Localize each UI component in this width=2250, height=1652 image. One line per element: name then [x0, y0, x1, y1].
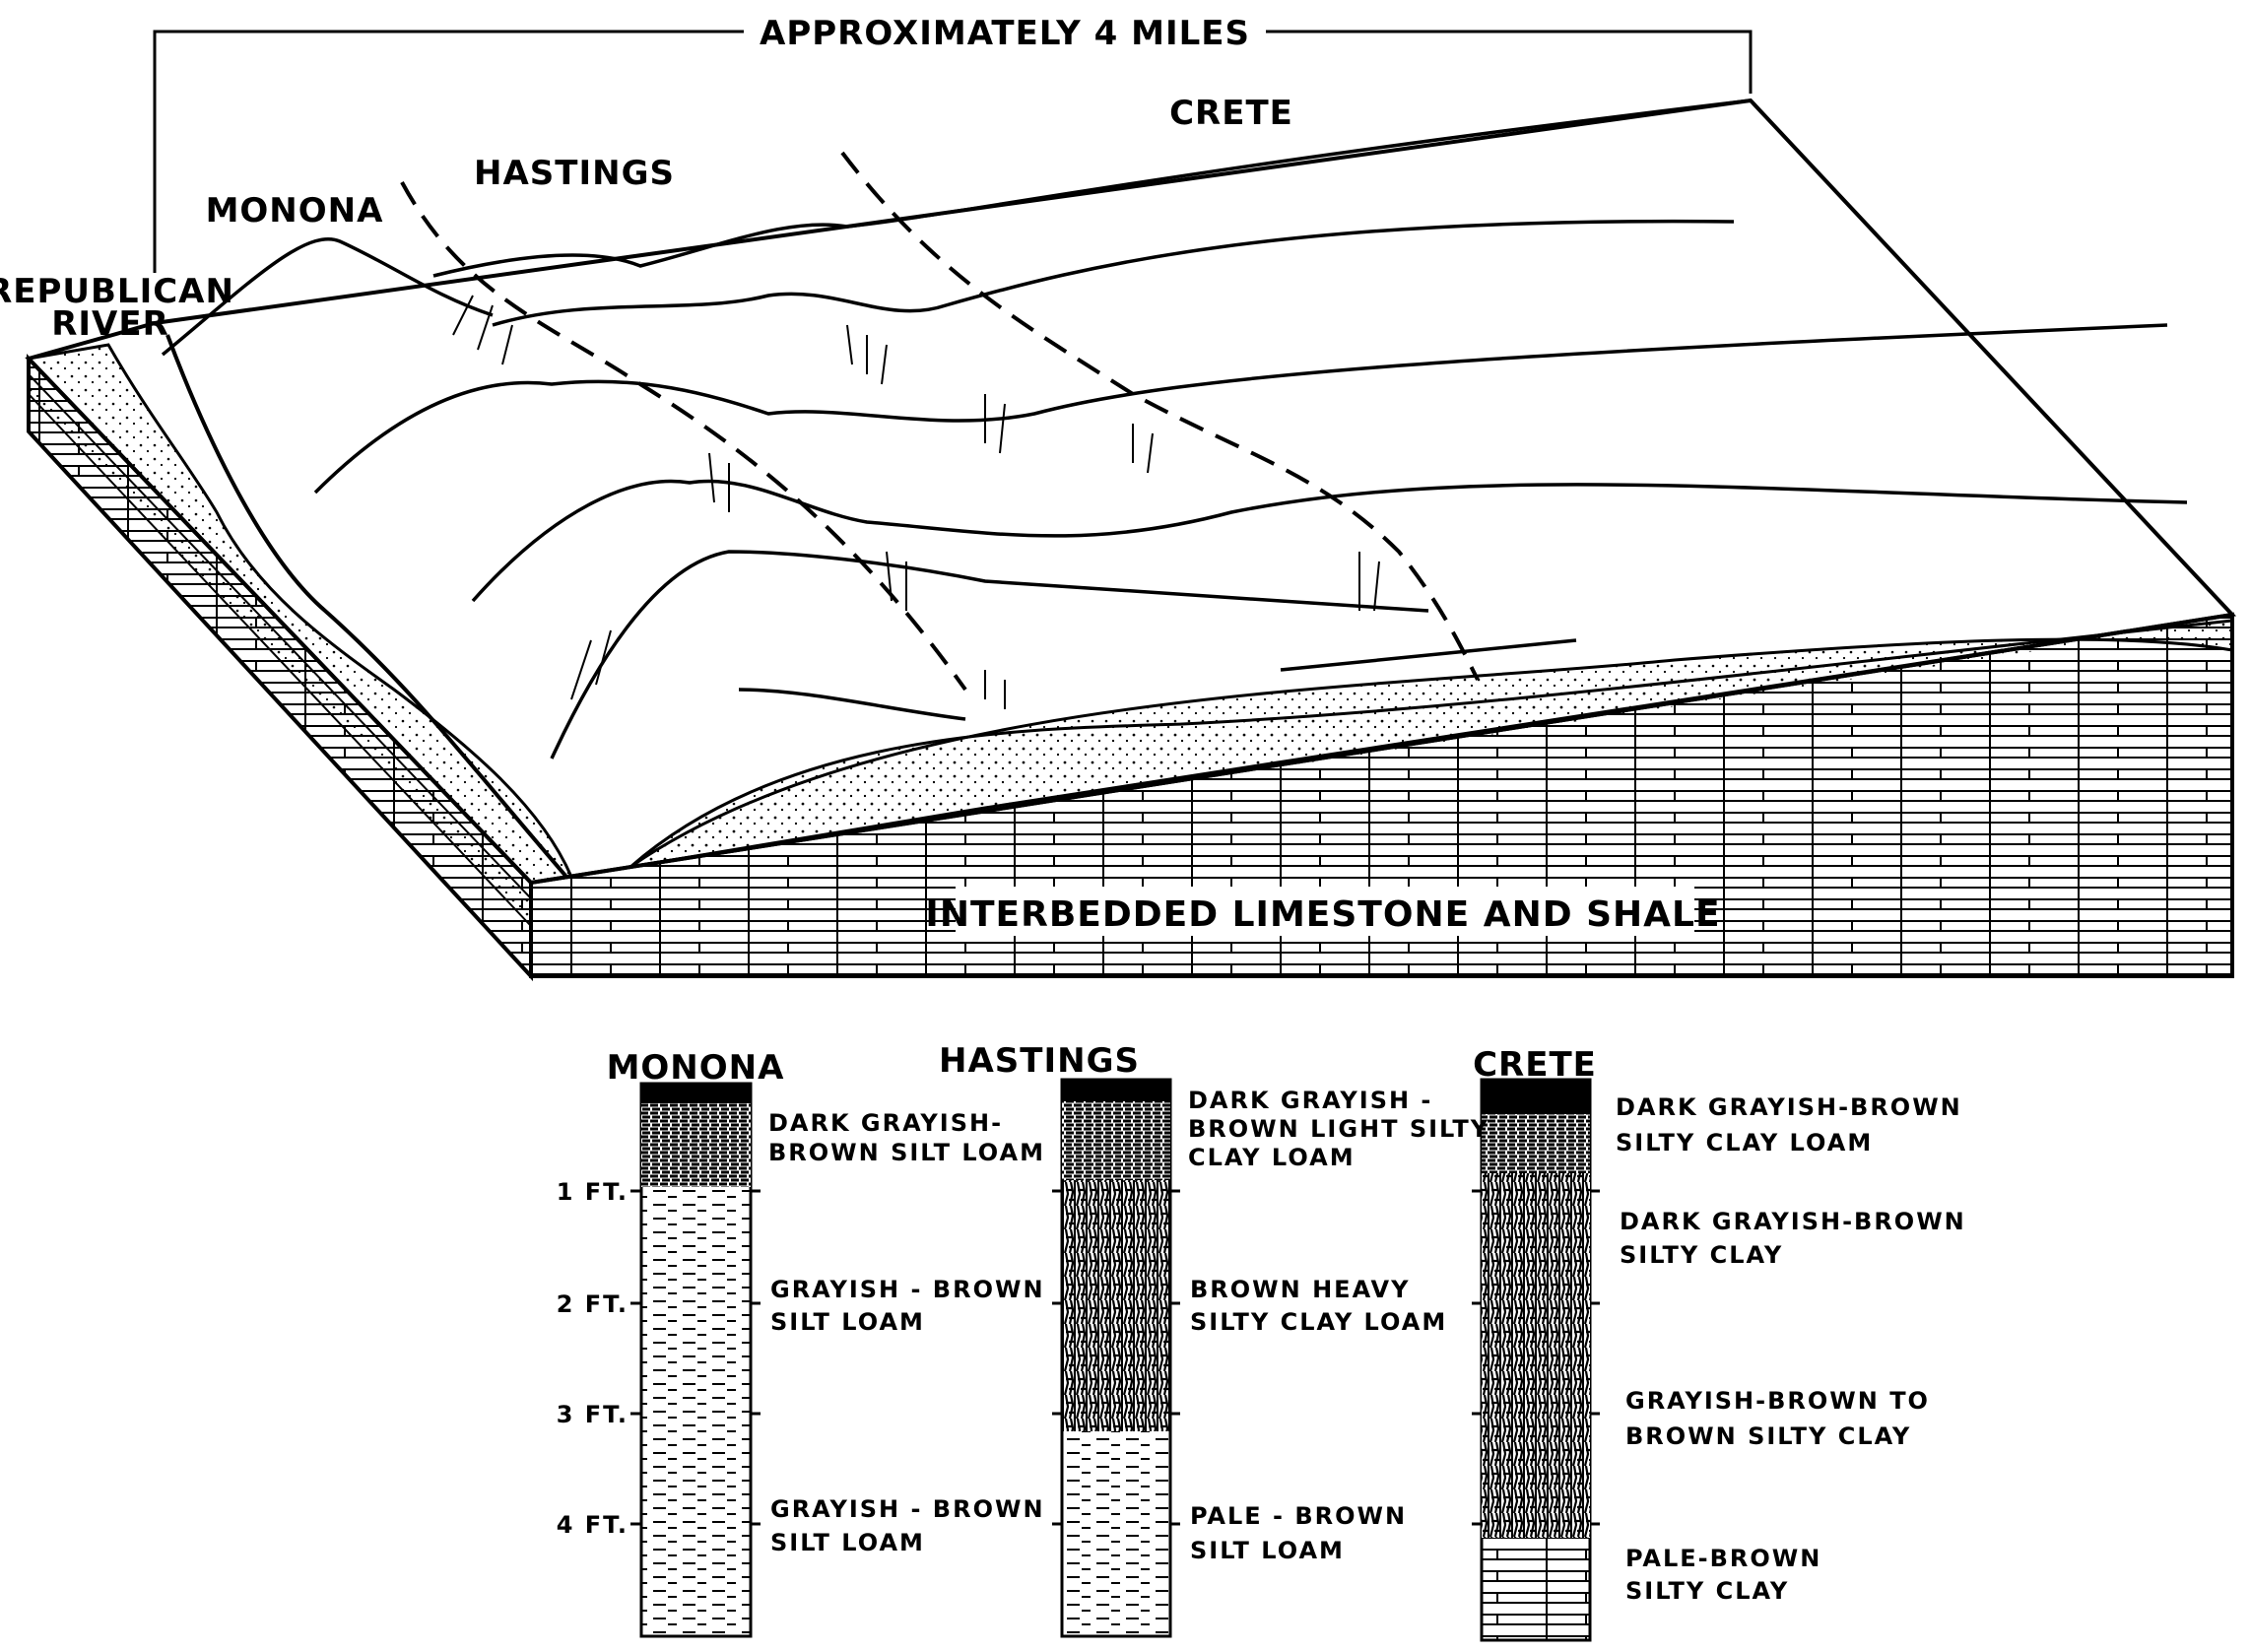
depth-ticks [630, 1189, 1600, 1526]
horizon-text: SILTY CLAY LOAM [1616, 1129, 1873, 1156]
label-hastings: HASTINGS [474, 154, 675, 193]
river-floodplain [25, 343, 574, 885]
river-channel [165, 334, 568, 879]
horizon-text: PALE - BROWN [1190, 1502, 1407, 1530]
label-monona: MONONA [206, 191, 384, 231]
crete-horizons: DARK GRAYISH-BROWN SILTY CLAY LOAM DARK … [1616, 1093, 1966, 1605]
horizon-text: BROWN HEAVY [1190, 1276, 1410, 1303]
profile-monona: MONONA [607, 1048, 785, 1638]
depth-label: 2 FT. [557, 1290, 629, 1318]
ridges [161, 99, 2188, 760]
depth-label: 3 FT. [557, 1401, 629, 1428]
horizon-text: DARK GRAYISH-BROWN [1616, 1093, 1962, 1121]
horizon-text: DARK GRAYISH- [768, 1109, 1003, 1137]
monona-horizons: DARK GRAYISH- BROWN SILT LOAM GRAYISH - … [768, 1109, 1045, 1556]
label-river: RIVER [51, 304, 169, 344]
horizon-text: SILT LOAM [770, 1308, 925, 1336]
horizon-text: PALE-BROWN [1625, 1545, 1821, 1572]
profile-hastings: HASTINGS [939, 1041, 1172, 1638]
depth-label: 1 FT. [557, 1178, 629, 1206]
horizon-text: DARK GRAYISH - [1188, 1087, 1432, 1114]
horizon-text: SILT LOAM [770, 1529, 925, 1556]
block-body [25, 98, 2237, 982]
depth-label: 4 FT. [557, 1511, 629, 1539]
label-bedrock: INTERBEDDED LIMESTONE AND SHALE [925, 894, 1720, 935]
slope-hachures [452, 295, 1380, 709]
profile-crete: CRETE [1473, 1045, 1597, 1642]
label-crete: CRETE [1169, 94, 1293, 133]
profile-title: CRETE [1473, 1045, 1597, 1085]
horizon-text: SILTY CLAY LOAM [1190, 1308, 1447, 1336]
horizon-text: GRAYISH - BROWN [770, 1276, 1045, 1303]
horizon-text: GRAYISH - BROWN [770, 1495, 1045, 1523]
profile-title: MONONA [607, 1048, 785, 1088]
horizon-text: DARK GRAYISH-BROWN [1620, 1208, 1966, 1235]
soil-boundary-lines [400, 151, 1480, 692]
horizon-text: BROWN SILT LOAM [768, 1139, 1045, 1166]
horizon-text: SILTY CLAY [1625, 1577, 1789, 1605]
horizon-text: SILTY CLAY [1620, 1241, 1783, 1269]
horizon-text: SILT LOAM [1190, 1537, 1345, 1564]
horizon-text: CLAY LOAM [1188, 1144, 1356, 1171]
scale-label: APPROXIMATELY 4 MILES [760, 14, 1250, 53]
scale-bracket [153, 30, 1753, 273]
horizon-text: BROWN SILTY CLAY [1625, 1422, 1911, 1450]
label-republican: REPUBLICAN [0, 272, 234, 311]
horizon-text: GRAYISH-BROWN TO [1625, 1387, 1930, 1415]
hastings-horizons: DARK GRAYISH - BROWN LIGHT SILTY CLAY LO… [1188, 1087, 1489, 1564]
horizon-text: BROWN LIGHT SILTY [1188, 1115, 1489, 1143]
profile-title: HASTINGS [939, 1041, 1140, 1081]
